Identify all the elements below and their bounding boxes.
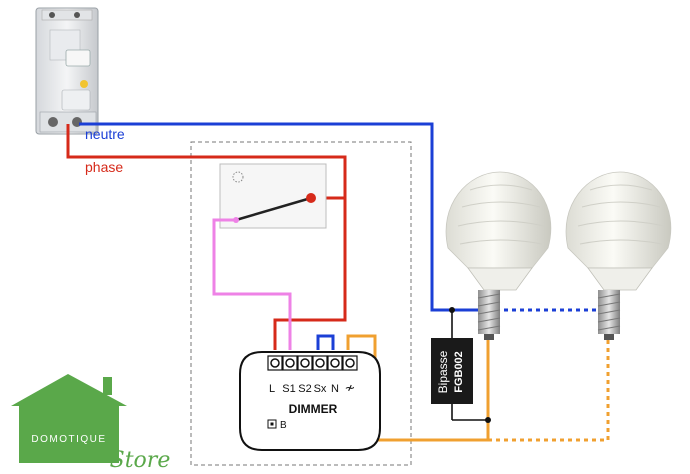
switch-wire bbox=[212, 218, 292, 350]
wall-switch-icon bbox=[219, 163, 327, 229]
dimmer-button-label: B bbox=[280, 420, 287, 431]
bypass-label: Bipasse bbox=[436, 350, 450, 393]
wall-box-outline bbox=[190, 141, 412, 466]
bypass-module: Bipasse FGB002 bbox=[431, 338, 473, 404]
load-wire-dotted bbox=[488, 340, 610, 442]
domotique-store-logo: Domotique Store bbox=[11, 374, 170, 473]
bulb-icon bbox=[445, 171, 552, 340]
terminal-label-output: ≁ bbox=[345, 380, 356, 395]
terminal-label-s1: S1 bbox=[282, 383, 295, 395]
neutral-wire bbox=[79, 122, 488, 350]
junction-dot bbox=[449, 307, 455, 313]
junction-dot bbox=[485, 417, 491, 423]
phase-label: phase bbox=[85, 159, 123, 175]
terminal-label-s2: S2 bbox=[298, 383, 311, 395]
terminal-label-l: L bbox=[269, 383, 275, 395]
terminal-label-sx: Sx bbox=[314, 383, 327, 395]
logo-top-text: Domotique bbox=[31, 434, 106, 445]
bypass-wires bbox=[451, 310, 488, 421]
terminal-label-n: N bbox=[331, 383, 339, 395]
phase-wire bbox=[66, 124, 347, 350]
neutral-label: neutre bbox=[85, 126, 125, 142]
logo-script-text: Store bbox=[110, 448, 171, 473]
dimmer-title: DIMMER bbox=[289, 402, 338, 416]
dimmer-module: L S1 S2 Sx N ≁ DIMMER B bbox=[239, 351, 381, 451]
breaker-icon bbox=[35, 7, 99, 135]
terminal-screws bbox=[267, 355, 358, 371]
bulb-icon bbox=[565, 171, 672, 340]
bypass-model: FGB002 bbox=[453, 351, 465, 393]
